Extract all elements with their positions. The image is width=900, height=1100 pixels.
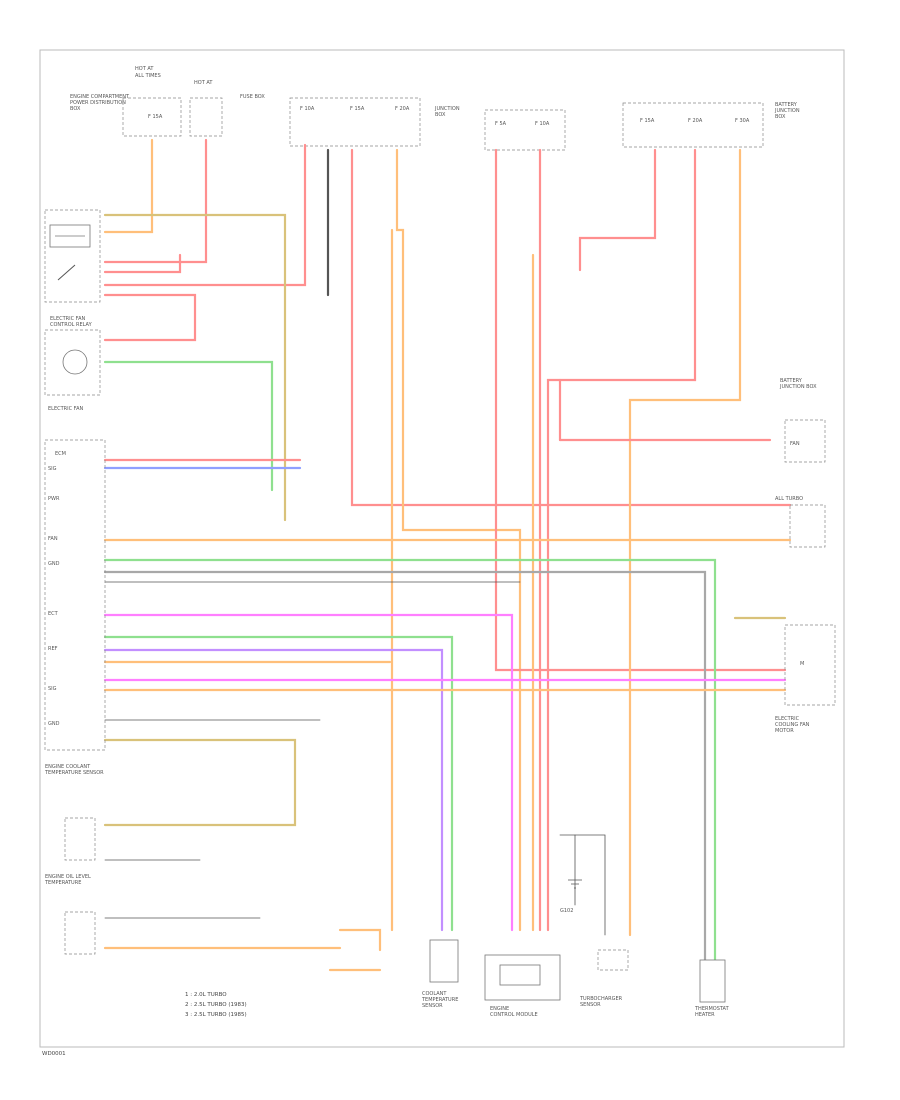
svg-text:F 30A: F 30A bbox=[735, 118, 750, 124]
svg-text:F 15A: F 15A bbox=[640, 118, 655, 124]
legend: 1 : 2.0L TURBO 2 : 2.5L TURBO (1983) 3 :… bbox=[185, 992, 247, 1018]
fan-relay: ELECTRIC FAN CONTROL RELAY bbox=[44, 209, 101, 328]
svg-text:F 15A: F 15A bbox=[148, 114, 163, 120]
diagram-frame bbox=[39, 49, 845, 1048]
svg-text:GND: GND bbox=[48, 561, 60, 567]
svg-text:FAN: FAN bbox=[48, 536, 58, 542]
grille-shutter-module: M ELECTRIC COOLING FAN MOTOR bbox=[775, 624, 836, 734]
svg-text:ENGINE COOLANT: ENGINE COOLANT bbox=[45, 764, 91, 770]
ground-label: G102 bbox=[560, 908, 573, 914]
svg-text:SIG: SIG bbox=[48, 686, 57, 692]
electric-fan-motor: ELECTRIC FAN bbox=[44, 329, 101, 412]
svg-text:ECT: ECT bbox=[48, 611, 59, 617]
fuse-box-center: F 10A F 15A F 20A bbox=[289, 97, 421, 147]
svg-text:SENSOR: SENSOR bbox=[580, 1002, 601, 1008]
svg-text:HOT AT: HOT AT bbox=[194, 80, 213, 86]
svg-text:TEMPERATURE SENSOR: TEMPERATURE SENSOR bbox=[44, 770, 104, 776]
svg-text:TURBOCHARGER: TURBOCHARGER bbox=[579, 996, 623, 1002]
right-connector: ALL TURBO bbox=[775, 496, 826, 548]
svg-text:ELECTRIC FAN: ELECTRIC FAN bbox=[50, 316, 86, 322]
svg-text:ELECTRIC FAN: ELECTRIC FAN bbox=[48, 406, 84, 412]
svg-text:SENSOR: SENSOR bbox=[422, 1003, 443, 1009]
svg-text:BOX: BOX bbox=[70, 106, 81, 112]
svg-text:TEMPERATURE: TEMPERATURE bbox=[44, 880, 81, 886]
svg-text:ENGINE OIL LEVEL: ENGINE OIL LEVEL bbox=[45, 874, 91, 880]
coolant-temp-sensor: COOLANT TEMPERATURE SENSOR bbox=[421, 939, 459, 1009]
svg-text:PWR: PWR bbox=[48, 496, 60, 502]
ecm-lower-module: ENGINE CONTROL MODULE bbox=[484, 954, 561, 1018]
svg-text:CONTROL MODULE: CONTROL MODULE bbox=[490, 1012, 538, 1018]
top-labels: ENGINE COMPARTMENT POWER DISTRIBUTION BO… bbox=[70, 94, 800, 120]
svg-text:THERMOSTAT: THERMOSTAT bbox=[694, 1006, 730, 1012]
svg-text:CONTROL RELAY: CONTROL RELAY bbox=[50, 322, 93, 328]
fuse-box-left2: HOT AT bbox=[189, 80, 223, 137]
svg-text:ALL TURBO: ALL TURBO bbox=[775, 496, 803, 502]
svg-text:F 20A: F 20A bbox=[395, 106, 410, 112]
svg-text:JUNCTION: JUNCTION bbox=[434, 106, 460, 112]
wires bbox=[103, 138, 792, 972]
fuse-box-mid: F 5A F 10A bbox=[484, 109, 566, 151]
svg-text:F 5A: F 5A bbox=[495, 121, 507, 127]
svg-text:MOTOR: MOTOR bbox=[775, 728, 794, 734]
svg-text:F 20A: F 20A bbox=[688, 118, 703, 124]
svg-text:FUSE BOX: FUSE BOX bbox=[240, 94, 265, 100]
svg-text:BOX: BOX bbox=[775, 114, 786, 120]
fuse-box-right: F 15A F 20A F 30A bbox=[622, 102, 764, 148]
legend-line-2: 2 : 2.5L TURBO (1983) bbox=[185, 1002, 247, 1008]
svg-text:SIG: SIG bbox=[48, 466, 57, 472]
legend-line-1: 1 : 2.0L TURBO bbox=[185, 992, 227, 998]
svg-text:GND: GND bbox=[48, 721, 60, 727]
svg-text:F 10A: F 10A bbox=[535, 121, 550, 127]
ect-sensor-left: ENGINE COOLANT TEMPERATURE SENSOR bbox=[44, 764, 104, 861]
ecm-block: ECM SIG PWR FAN GND ECT REF SIG GND bbox=[44, 439, 106, 751]
svg-text:BOX: BOX bbox=[435, 112, 446, 118]
svg-text:HOT AT: HOT AT bbox=[135, 66, 154, 72]
svg-text:REF: REF bbox=[48, 646, 58, 652]
svg-text:TEMPERATURE: TEMPERATURE bbox=[421, 997, 458, 1003]
svg-text:ENGINE COMPARTMENT: ENGINE COMPARTMENT bbox=[70, 94, 130, 100]
turbo-sensor: TURBOCHARGER SENSOR bbox=[579, 949, 629, 1008]
svg-text:HEATER: HEATER bbox=[695, 1012, 715, 1018]
ground-symbol: G102 bbox=[560, 879, 582, 914]
svg-text:FAN: FAN bbox=[790, 441, 800, 447]
svg-text:ALL TIMES: ALL TIMES bbox=[135, 73, 161, 79]
svg-text:F 10A: F 10A bbox=[300, 106, 315, 112]
svg-text:ELECTRIC: ELECTRIC bbox=[775, 716, 800, 722]
svg-text:ECM: ECM bbox=[55, 451, 66, 457]
right-relay-box: FAN BATTERY JUNCTION BOX bbox=[779, 378, 826, 463]
svg-text:BATTERY: BATTERY bbox=[780, 378, 803, 384]
svg-text:COOLING FAN: COOLING FAN bbox=[775, 722, 810, 728]
svg-text:JUNCTION: JUNCTION bbox=[774, 108, 800, 114]
svg-text:F 15A: F 15A bbox=[350, 106, 365, 112]
svg-text:POWER DISTRIBUTION: POWER DISTRIBUTION bbox=[70, 100, 126, 106]
thermostat-sensor: THERMOSTAT HEATER bbox=[694, 959, 730, 1018]
svg-text:ENGINE: ENGINE bbox=[490, 1006, 509, 1012]
sensor-lower-left: ENGINE OIL LEVEL TEMPERATURE bbox=[44, 874, 96, 955]
svg-text:COOLANT: COOLANT bbox=[422, 991, 447, 997]
legend-line-3: 3 : 2.5L TURBO (1985) bbox=[185, 1012, 247, 1018]
svg-text:JUNCTION BOX: JUNCTION BOX bbox=[779, 384, 817, 390]
svg-text:BATTERY: BATTERY bbox=[775, 102, 798, 108]
svg-text:M: M bbox=[800, 661, 804, 667]
footer-code: WD0001 bbox=[42, 1051, 66, 1057]
